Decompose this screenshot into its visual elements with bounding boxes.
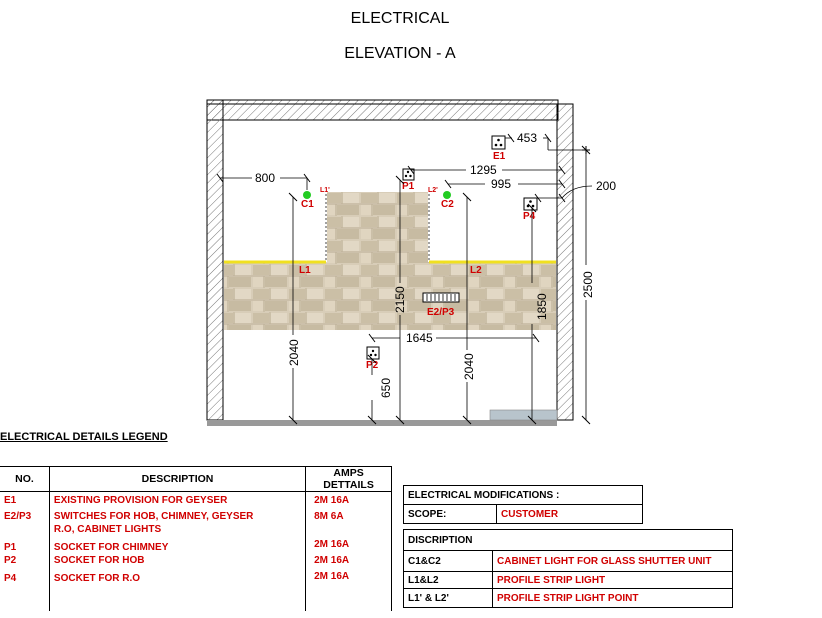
table-row: P2 SOCKET FOR HOB 2M 16A xyxy=(0,554,392,571)
dim-995: 995 xyxy=(491,177,511,191)
table-row: E2/P3 SWITCHES FOR HOB, CHIMNEY, GEYSER … xyxy=(0,507,392,524)
mod-text: PROFILE STRIP LIGHT POINT xyxy=(492,588,733,608)
label-l1-prime: L1' xyxy=(320,187,330,194)
legend-desc: R.O, CABINET LIGHTS xyxy=(48,523,307,539)
legend-amps: 2M 16A xyxy=(305,570,392,611)
legend-amps: 8M 6A xyxy=(305,507,392,524)
legend-desc: SOCKET FOR R.O xyxy=(48,570,307,611)
socket-e1-icon xyxy=(491,135,506,150)
dimension-ticks xyxy=(216,133,591,425)
table-row: P1 SOCKET FOR CHIMNEY 2M 16A xyxy=(0,538,392,555)
legend-desc: SOCKET FOR CHIMNEY xyxy=(48,538,307,555)
label-l2: L2 xyxy=(470,265,482,276)
mod-code: L1' & L2' xyxy=(403,588,493,608)
mod-text: CABINET LIGHT FOR GLASS SHUTTER UNIT xyxy=(492,550,733,572)
table-row: P4 SOCKET FOR R.O 2M 16A xyxy=(0,570,392,611)
table-row: L1&L2 PROFILE STRIP LIGHT xyxy=(403,571,733,589)
table-row: C1&C2 CABINET LIGHT FOR GLASS SHUTTER UN… xyxy=(403,550,733,572)
description-header-row: DISCRIPTION xyxy=(403,529,733,551)
legend-no: E2/P3 xyxy=(0,507,50,524)
label-l1: L1 xyxy=(299,265,311,276)
legend-desc: EXISTING PROVISION FOR GEYSER xyxy=(48,491,307,508)
socket-p2-icon xyxy=(366,346,380,360)
dim-453: 453 xyxy=(517,131,537,145)
legend-desc: SWITCHES FOR HOB, CHIMNEY, GEYSER xyxy=(48,507,307,524)
legend-header-row: NO. DESCRIPTION AMPS DETTAILS xyxy=(0,466,392,492)
switch-panel-e2p3-icon xyxy=(422,292,460,303)
dim-2040-left: 2040 xyxy=(287,339,301,366)
dim-650: 650 xyxy=(379,378,393,398)
mod-text: PROFILE STRIP LIGHT xyxy=(492,571,733,589)
legend-no: P4 xyxy=(0,570,50,611)
legend-title: ELECTRICAL DETAILS LEGEND xyxy=(0,431,168,443)
label-p1: P1 xyxy=(402,181,415,192)
legend-amps: 2M 16A xyxy=(305,554,392,571)
dim-1645: 1645 xyxy=(406,331,433,345)
modifications-description-table: DISCRIPTION C1&C2 CABINET LIGHT FOR GLAS… xyxy=(403,529,733,608)
page-title: ELECTRICAL xyxy=(350,10,450,27)
label-c2: C2 xyxy=(441,199,454,210)
legend-header-amps: AMPS DETTAILS xyxy=(305,466,392,492)
label-p4: P4 xyxy=(523,211,536,222)
scope-label: SCOPE: xyxy=(403,504,497,524)
legend-amps: 2M 16A xyxy=(305,491,392,508)
page-subtitle: ELEVATION - A xyxy=(344,45,456,62)
dim-2500: 2500 xyxy=(581,271,595,298)
dim-1850: 1850 xyxy=(535,293,549,320)
table-row: R.O, CABINET LIGHTS xyxy=(0,523,392,539)
mod-code: C1&C2 xyxy=(403,550,493,572)
dimension-lines xyxy=(220,137,593,420)
dim-800: 800 xyxy=(255,171,275,185)
legend-amps xyxy=(305,523,392,539)
dim-2040-right: 2040 xyxy=(462,353,476,380)
table-row: L1' & L2' PROFILE STRIP LIGHT POINT xyxy=(403,588,733,608)
dim-1295: 1295 xyxy=(470,163,497,177)
legend-no: E1 xyxy=(0,491,50,508)
table-row: E1 EXISTING PROVISION FOR GEYSER 2M 16A xyxy=(0,491,392,508)
scope-value: CUSTOMER xyxy=(496,504,643,524)
legend-table: NO. DESCRIPTION AMPS DETTAILS E1 EXISTIN… xyxy=(0,466,392,611)
legend-header-description: DESCRIPTION xyxy=(48,466,307,492)
dim-200: 200 xyxy=(596,179,616,193)
dim-2150: 2150 xyxy=(393,286,407,313)
modifications-table: ELECTRICAL MODIFICATIONS : SCOPE: CUSTOM… xyxy=(403,485,643,524)
legend-no xyxy=(0,523,50,539)
legend-no: P1 xyxy=(0,538,50,555)
mods-header-row: ELECTRICAL MODIFICATIONS : xyxy=(403,485,643,505)
label-c1: C1 xyxy=(301,199,314,210)
label-e1: E1 xyxy=(493,151,506,162)
socket-p4-icon xyxy=(523,197,538,211)
mods-header: ELECTRICAL MODIFICATIONS : xyxy=(403,485,643,505)
cabinet-light-c1-icon xyxy=(303,191,311,199)
mods-scope-row: SCOPE: CUSTOMER xyxy=(403,504,643,524)
legend-header-no: NO. xyxy=(0,466,50,492)
legend-amps: 2M 16A xyxy=(305,538,392,555)
legend-desc: SOCKET FOR HOB xyxy=(48,554,307,571)
description-label: DISCRIPTION xyxy=(403,529,733,551)
label-l2-prime: L2' xyxy=(428,187,438,194)
mod-code: L1&L2 xyxy=(403,571,493,589)
tile-backsplash xyxy=(224,192,556,330)
cabinet-light-c2-icon xyxy=(443,191,451,199)
label-e2p3: E2/P3 xyxy=(427,307,455,318)
legend-no: P2 xyxy=(0,554,50,571)
socket-p1-icon xyxy=(402,168,415,181)
